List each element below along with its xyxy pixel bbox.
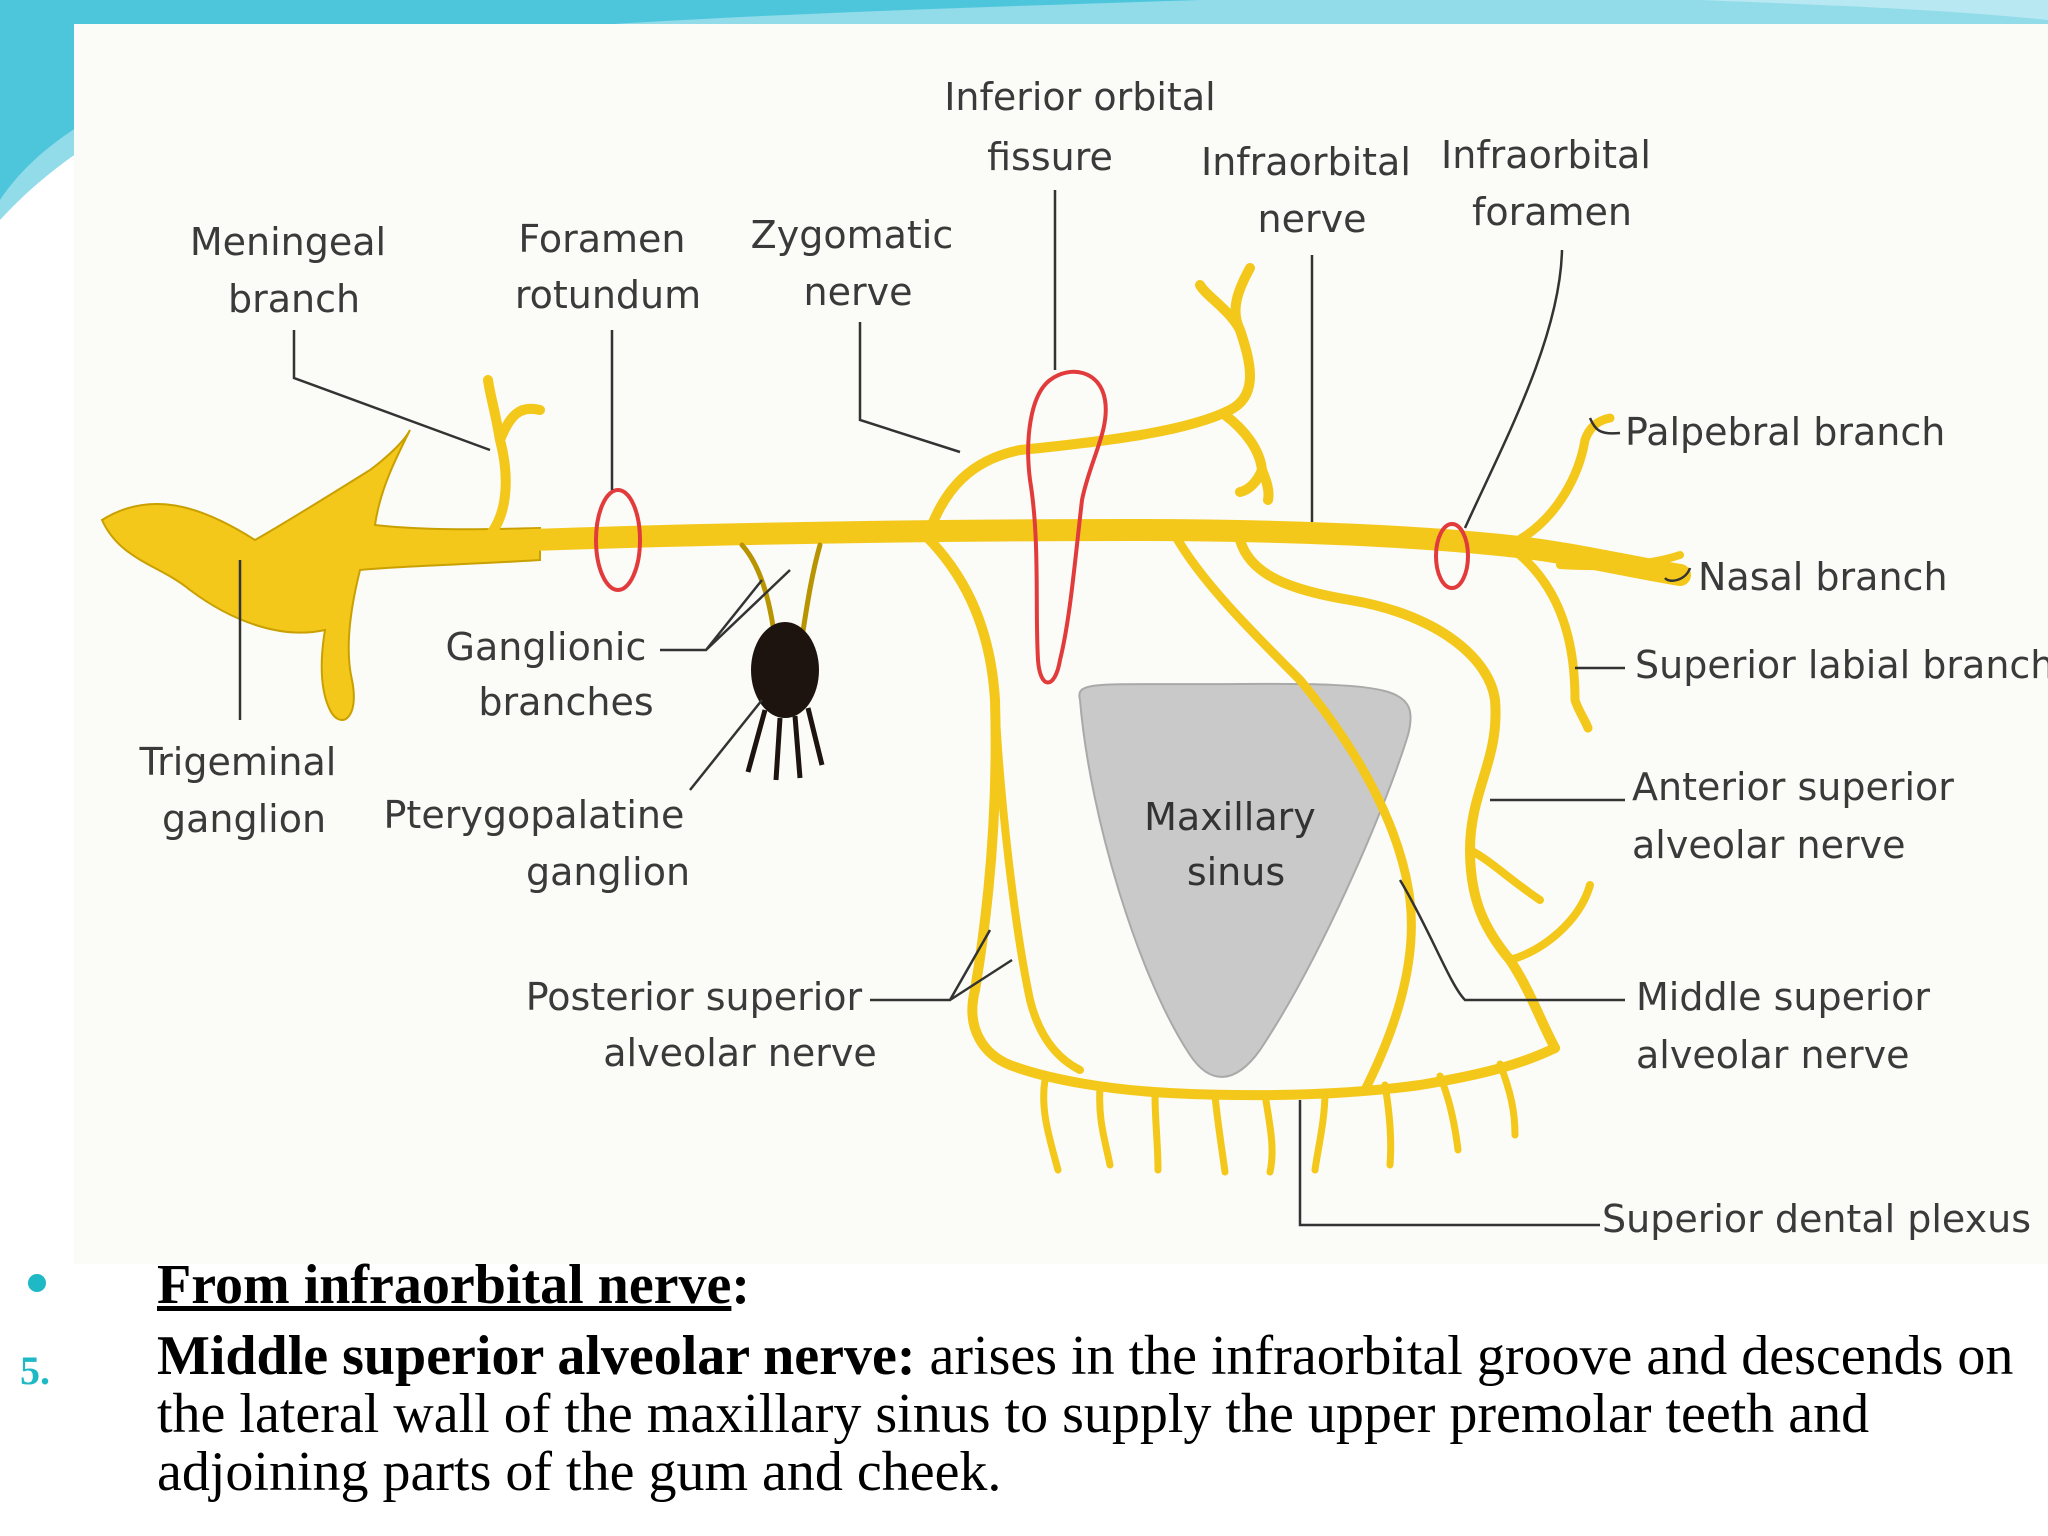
foramen-rotundum-ring <box>594 488 642 592</box>
label-infraorbital-foramen: Infraorbital foramen <box>1441 133 1663 234</box>
posterior-superior-alveolar-branch <box>991 696 1084 1074</box>
inferior-orbital-fissure-ring <box>1026 369 1108 685</box>
label-maxillary-sinus: Maxillary sinus <box>1144 795 1328 894</box>
slide-text: From infraorbital nerve: 5. Middle super… <box>0 1253 2048 1535</box>
trigeminal-ganglion-shape <box>100 429 541 721</box>
label-palpebral-branch: Palpebral branch <box>1625 410 1945 454</box>
label-infraorbital-nerve: Infraorbital nerve <box>1201 140 1423 241</box>
meningeal-branch-nerve <box>483 375 545 540</box>
middle-superior-alveolar-nerve <box>1170 530 1416 1095</box>
nasal-branch-nerve <box>1556 551 1684 571</box>
maxillary-sinus-shape <box>1078 682 1412 1078</box>
section-heading: From infraorbital nerve: <box>157 1253 750 1317</box>
bullet-dot-icon <box>28 1274 46 1292</box>
label-superior-dental-plexus: Superior dental plexus <box>1602 1197 2031 1241</box>
anterior-alveolar-twig <box>1466 846 1594 964</box>
label-zygomatic-nerve: Zygomatic nerve <box>751 213 966 314</box>
maxillary-nerve-trunk <box>359 519 1691 586</box>
dental-plexus-twigs <box>1040 1060 1519 1176</box>
heading-text: From infraorbital nerve <box>157 1254 732 1316</box>
label-inferior-orbital-fissure: Inferior orbital fissure <box>944 75 1228 179</box>
label-ganglionic-branches: Ganglionic branches <box>446 625 659 724</box>
item-title: Middle superior alveolar nerve: <box>157 1325 916 1387</box>
palpebral-branch-nerve <box>1505 413 1615 550</box>
label-nasal-branch: Nasal branch <box>1698 555 1948 599</box>
heading-colon: : <box>731 1254 751 1316</box>
label-trigeminal-ganglion: Trigeminal ganglion <box>139 740 349 841</box>
item-paragraph: Middle superior alveolar nerve: arises i… <box>157 1327 2027 1501</box>
label-middle-superior-alveolar-nerve: Middle superior alveolar nerve <box>1636 975 1942 1077</box>
label-pterygopalatine-ganglion: Pterygopalatine ganglion <box>384 793 697 894</box>
superior-labial-branch-nerve <box>1515 550 1593 733</box>
infraorbital-foramen-ring <box>1434 522 1470 590</box>
pterygopalatine-ganglion-shape <box>745 622 825 781</box>
label-meningeal-branch: Meningeal branch <box>190 220 398 321</box>
label-anterior-superior-alveolar-nerve: Anterior superior alveolar nerve <box>1632 765 1966 867</box>
label-posterior-superior-alveolar-nerve: Posterior superior alveolar nerve <box>526 975 877 1075</box>
leader-lines <box>238 190 1692 1227</box>
item-number: 5. <box>20 1348 50 1393</box>
label-foramen-rotundum: Foramen rotundum <box>515 217 701 317</box>
label-superior-labial-branch: Superior labial branch <box>1635 643 2048 687</box>
maxillary-nerve-diagram: Inferior orbital fissure Infraorbital ne… <box>74 24 2048 1264</box>
item-body: arises in the infraorbital groove and de… <box>157 1325 2014 1503</box>
zygomatic-nerve <box>925 263 1274 535</box>
